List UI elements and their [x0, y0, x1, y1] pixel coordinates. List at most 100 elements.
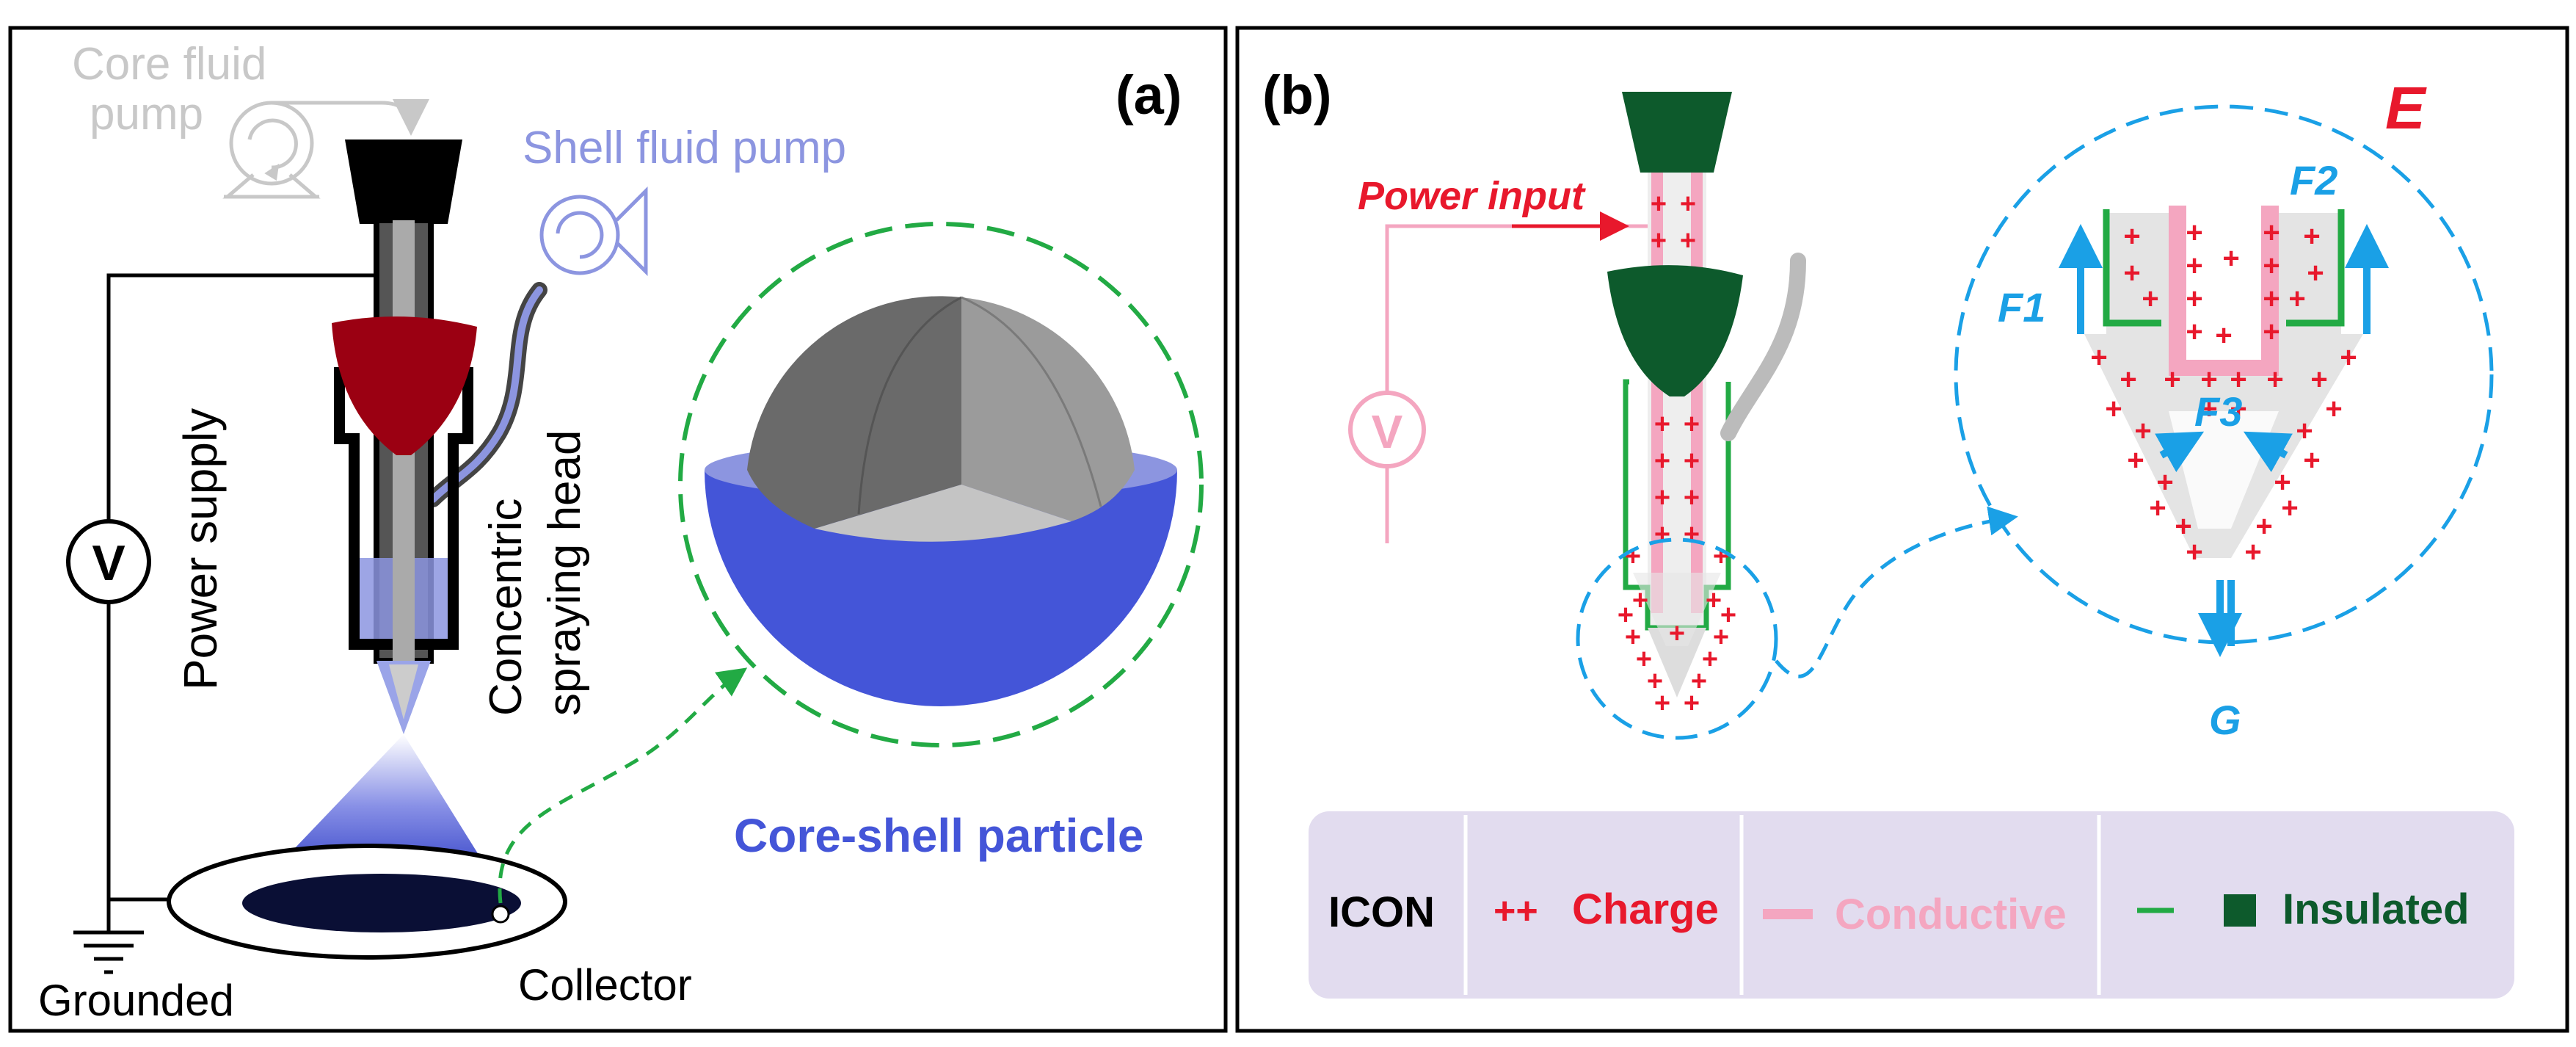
power-supply-label: Power supply — [174, 408, 227, 690]
svg-text:+: + — [1713, 622, 1729, 653]
svg-text:+: + — [1654, 519, 1670, 550]
core-shell-particle-label: Core-shell particle — [734, 809, 1143, 862]
voltmeter-a — [66, 519, 151, 604]
svg-text:+: + — [2222, 242, 2239, 275]
svg-text:+: + — [2325, 393, 2342, 425]
voltmeter-b — [1348, 391, 1426, 468]
concentric-label-1: Concentric — [481, 499, 531, 716]
svg-text:+: + — [1691, 666, 1707, 697]
core-fluid-pump-label-2: pump — [90, 89, 203, 140]
shell-tube-b — [1720, 253, 1806, 441]
svg-text:+: + — [2186, 250, 2202, 282]
svg-text:+: + — [2230, 363, 2246, 396]
svg-text:+: + — [2200, 363, 2217, 396]
svg-text:+: + — [2296, 415, 2313, 447]
svg-text:+: + — [1684, 519, 1700, 550]
svg-text:+: + — [2307, 257, 2324, 289]
grounded-label: Grounded — [38, 976, 234, 1025]
svg-text:+: + — [1654, 688, 1670, 719]
svg-text:+: + — [2255, 510, 2272, 543]
zoomed-circle — [1954, 104, 2494, 645]
legend-title: ICON — [1328, 888, 1435, 936]
legend: ICON ++ Charge Conductive Insulated — [1309, 811, 2514, 999]
svg-text:+: + — [2200, 393, 2217, 425]
voltmeter-b-label: V — [1372, 405, 1403, 458]
svg-text:+: + — [1654, 409, 1670, 440]
svg-text:+: + — [2186, 283, 2202, 315]
svg-text:+: + — [1651, 189, 1667, 220]
svg-text:+: + — [2263, 283, 2280, 315]
svg-text:+: + — [2156, 466, 2173, 499]
force-3-label: F3 — [2194, 388, 2242, 435]
legend-charge-symbol: ++ — [1493, 890, 1538, 932]
svg-text:+: + — [1669, 618, 1685, 649]
ground-icon — [73, 899, 144, 974]
svg-text:+: + — [1684, 482, 1700, 513]
sample-point — [491, 905, 510, 924]
svg-text:+: + — [2310, 363, 2327, 396]
core-shell-particle — [705, 296, 1177, 706]
svg-text:+: + — [2105, 393, 2122, 425]
svg-text:+: + — [1654, 446, 1670, 477]
zoomed-charges: +++ ++++ ++ ++++ +++ +++ +++ +++ +++ +++… — [2090, 217, 2357, 568]
concentric-label-2: spraying head — [539, 430, 590, 717]
shell-fluid-pump-icon — [539, 186, 648, 277]
svg-text:+: + — [2149, 492, 2166, 524]
force-2-label: F2 — [2290, 157, 2337, 203]
svg-text:+: + — [1647, 666, 1663, 697]
svg-text:+: + — [2142, 283, 2158, 315]
panel-a-label: (a) — [1116, 65, 1182, 126]
svg-text:+: + — [1632, 585, 1648, 616]
field-label: E — [2385, 75, 2427, 142]
svg-text:+: + — [2263, 250, 2280, 282]
nozzle-charges: ++ ++ ++ ++ ++ ++ ++ ++ ++ ++ ++ ++ ++ + — [1618, 189, 1736, 719]
legend-charge-label: Charge — [1572, 885, 1719, 933]
force-arrows — [2059, 224, 2389, 657]
svg-text:+: + — [2263, 217, 2280, 249]
svg-text:+: + — [1684, 409, 1700, 440]
svg-text:+: + — [1702, 644, 1718, 675]
nozzle-b — [1607, 92, 1743, 698]
zoom-source-circle — [1576, 537, 1778, 740]
svg-text:+: + — [2123, 220, 2140, 253]
svg-text:+: + — [2175, 510, 2191, 543]
svg-text:+: + — [2164, 363, 2180, 396]
svg-text:+: + — [2230, 393, 2246, 425]
svg-text:+: + — [1680, 189, 1696, 220]
zoom-arrow — [1775, 506, 2018, 678]
panel-b-label: (b) — [1262, 65, 1332, 126]
svg-text:+: + — [2090, 341, 2107, 374]
zoomed-nozzle-tip — [2084, 206, 2363, 558]
core-fluid-pump-label-1: Core fluid — [72, 39, 266, 90]
svg-text:+: + — [1680, 225, 1696, 256]
svg-text:+: + — [1636, 644, 1652, 675]
svg-text:+: + — [1720, 600, 1736, 631]
svg-text:+: + — [2134, 415, 2151, 447]
svg-text:+: + — [2340, 341, 2357, 374]
svg-text:+: + — [2123, 257, 2140, 289]
spraying-head — [332, 140, 477, 734]
svg-text:+: + — [1625, 622, 1641, 653]
svg-text:+: + — [2288, 283, 2305, 315]
particle-dashed-circle — [678, 222, 1204, 747]
svg-text:+: + — [1625, 541, 1641, 572]
svg-text:+: + — [2215, 319, 2232, 352]
svg-text:+: + — [1706, 585, 1722, 616]
svg-text:+: + — [2120, 363, 2136, 396]
svg-text:+: + — [2303, 444, 2320, 477]
svg-text:+: + — [1618, 600, 1634, 631]
svg-text:+: + — [2274, 466, 2291, 499]
shell-fluid-pump-label: Shell fluid pump — [523, 123, 846, 173]
svg-text:+: + — [1654, 482, 1670, 513]
voltmeter-a-label: V — [92, 535, 125, 591]
svg-text:+: + — [2244, 536, 2261, 568]
svg-text:+: + — [2127, 444, 2144, 477]
core-fluid-pump-icon — [222, 98, 429, 199]
legend-conductive-label: Conductive — [1835, 891, 2067, 938]
force-1-label: F1 — [1998, 284, 2045, 330]
svg-text:+: + — [2266, 363, 2283, 396]
svg-text:+: + — [1684, 446, 1700, 477]
particle-pointer-arrow — [498, 667, 748, 904]
collector-label: Collector — [518, 960, 692, 1010]
